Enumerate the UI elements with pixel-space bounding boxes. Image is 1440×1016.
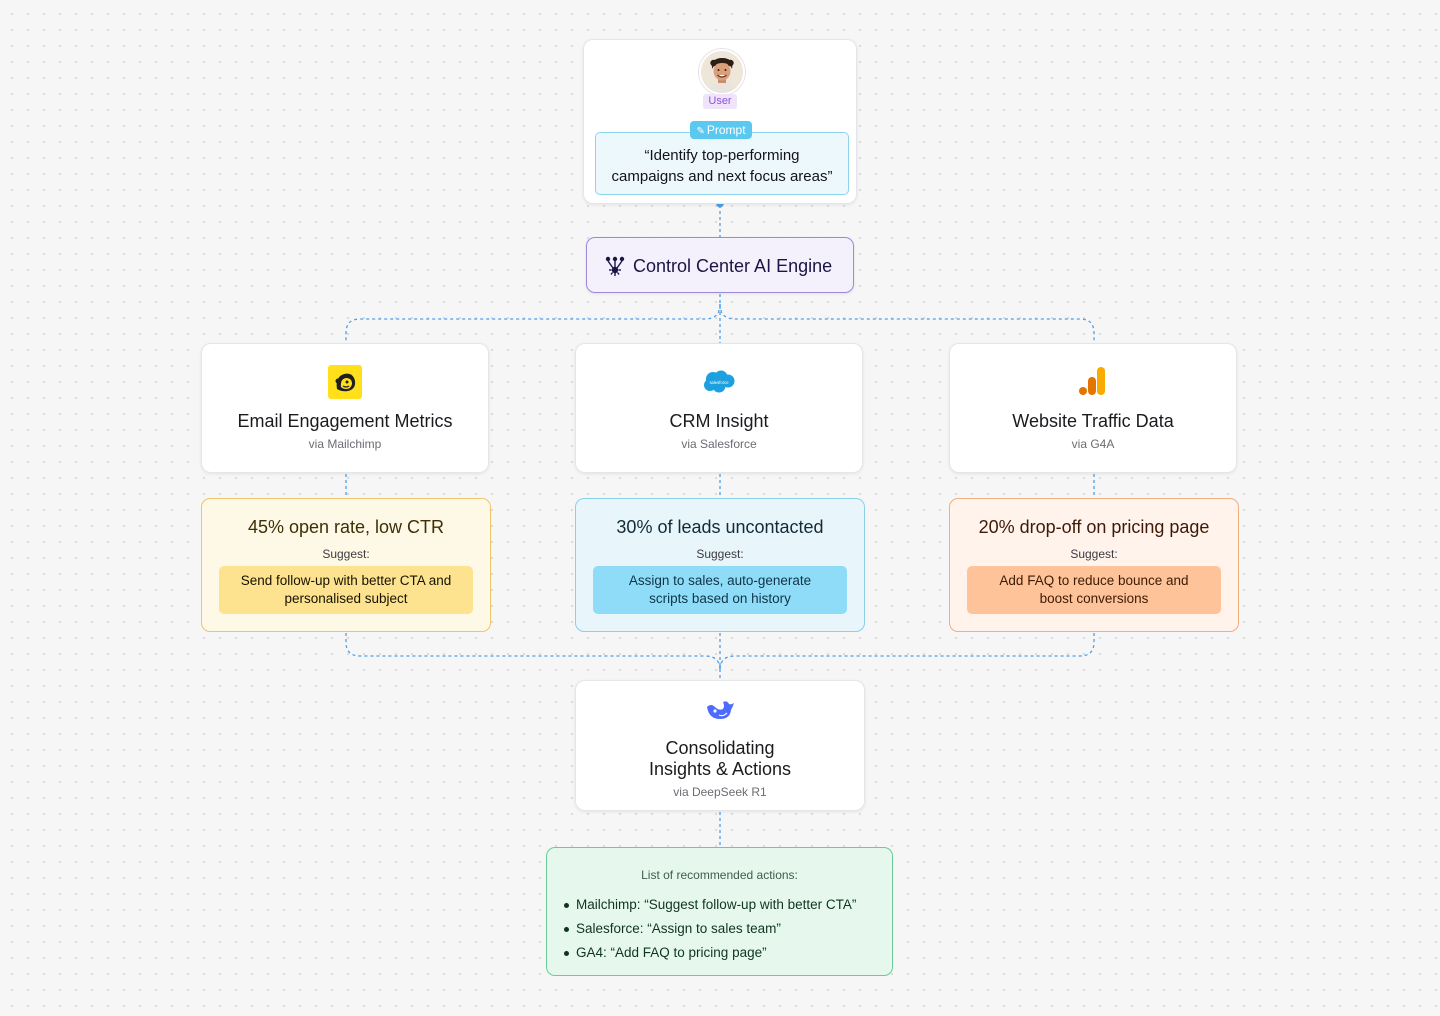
insight-headline: 45% open rate, low CTR [247, 517, 445, 537]
action-item: Salesforce: “Assign to sales team” [562, 917, 856, 941]
source-title: Email Engagement Metrics [237, 411, 453, 431]
insight-card-email[interactable]: 45% open rate, low CTR Suggest: Send fol… [201, 498, 491, 632]
suggestion-box: Add FAQ to reduce bounce and boost conve… [967, 566, 1221, 614]
actions-list: Mailchimp: “Suggest follow-up with bette… [562, 893, 856, 965]
consolidate-via: via DeepSeek R1 [673, 785, 767, 799]
action-item: Mailchimp: “Suggest follow-up with bette… [562, 893, 856, 917]
prompt-line-1: “Identify top-performing [644, 147, 800, 164]
prompt-badge-label: Prompt [706, 123, 746, 137]
insight-card-crm[interactable]: 30% of leads uncontacted Suggest: Assign… [575, 498, 865, 632]
user-badge: User [703, 94, 737, 109]
consolidate-title-line-1: Consolidating [665, 738, 775, 758]
google-analytics-logo-icon [950, 365, 1236, 399]
suggestion-line-1: Send follow-up with better CTA and [240, 573, 452, 588]
salesforce-logo-text: salesforce [709, 380, 729, 385]
source-via: via G4A [1071, 437, 1115, 451]
action-item: GA4: “Add FAQ to pricing page” [562, 941, 856, 965]
suggestion-box: Assign to sales, auto-generate scripts b… [593, 566, 847, 614]
suggestion-box: Send follow-up with better CTA and perso… [219, 566, 473, 614]
source-title: CRM Insight [669, 411, 769, 431]
prompt-box: “Identify top-performing campaigns and n… [595, 132, 849, 195]
suggest-label: Suggest: [696, 547, 744, 561]
source-title: Website Traffic Data [1012, 411, 1174, 431]
consolidate-insights-card[interactable]: Consolidating Insights & Actions via Dee… [575, 680, 865, 811]
actions-header: List of recommended actions: [641, 868, 798, 882]
suggestion-line-2: scripts based on history [649, 591, 791, 606]
user-avatar [699, 49, 745, 95]
prompt-line-2: campaigns and next focus areas” [611, 168, 833, 185]
suggest-label: Suggest: [322, 547, 370, 561]
salesforce-logo-icon: salesforce [576, 365, 862, 399]
consolidate-title-line-2: Insights & Actions [648, 759, 792, 779]
email-insight-merge-connector [345, 633, 721, 671]
source-via: via Mailchimp [308, 437, 382, 451]
deepseek-logo-icon [576, 697, 864, 721]
source-card-email[interactable]: Email Engagement Metrics via Mailchimp [201, 343, 489, 473]
suggestion-line-1: Add FAQ to reduce bounce and [999, 573, 1189, 588]
suggest-label: Suggest: [1070, 547, 1118, 561]
suggestion-line-1: Assign to sales, auto-generate [628, 573, 812, 588]
prompt-text: “Identify top-performing campaigns and n… [596, 145, 848, 187]
web-insight-merge-connector [719, 633, 1095, 671]
user-prompt-card[interactable]: User “Identify top-performing campaigns … [583, 39, 857, 204]
engine-to-web-connector [719, 303, 1095, 343]
prompt-badge: ✎Prompt [690, 121, 752, 139]
insight-headline: 20% drop-off on pricing page [978, 517, 1210, 537]
insight-headline: 30% of leads uncontacted [616, 517, 824, 537]
recommended-actions-card[interactable]: List of recommended actions: Mailchimp: … [546, 847, 893, 976]
suggestion-line-2: personalised subject [284, 591, 408, 606]
control-center-engine-node[interactable]: Control Center AI Engine [586, 237, 854, 293]
mailchimp-logo-icon [202, 365, 488, 399]
engine-to-email-connector [345, 303, 721, 343]
engine-title: Control Center AI Engine [633, 256, 833, 276]
source-via: via Salesforce [681, 437, 757, 451]
insight-card-web[interactable]: 20% drop-off on pricing page Suggest: Ad… [949, 498, 1239, 632]
consolidate-title: Consolidating Insights & Actions [576, 738, 864, 780]
source-card-crm[interactable]: salesforce CRM Insight via Salesforce [575, 343, 863, 473]
source-card-web[interactable]: Website Traffic Data via G4A [949, 343, 1237, 473]
pencil-icon: ✎ [696, 126, 705, 137]
suggestion-line-2: boost conversions [1039, 591, 1149, 606]
engine-network-icon [605, 256, 625, 281]
